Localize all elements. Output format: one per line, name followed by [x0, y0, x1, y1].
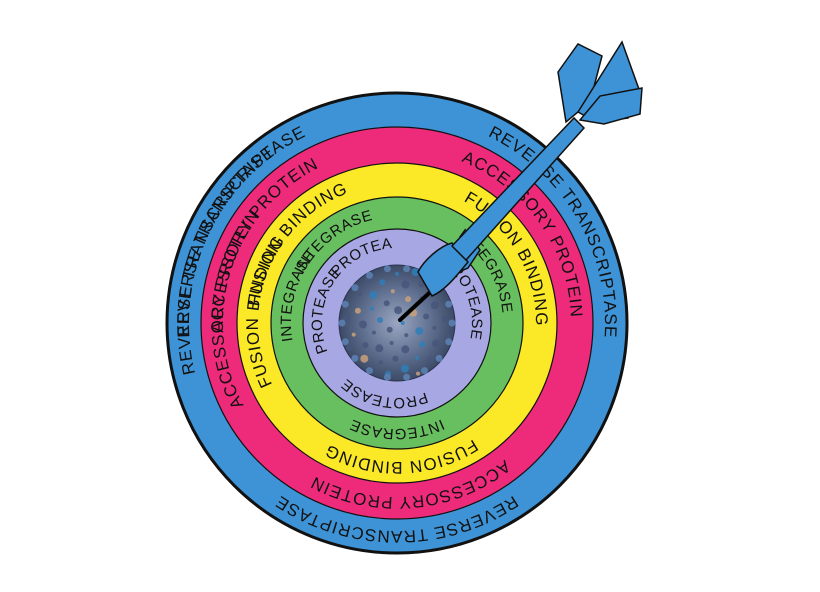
dart-icon — [398, 40, 643, 322]
